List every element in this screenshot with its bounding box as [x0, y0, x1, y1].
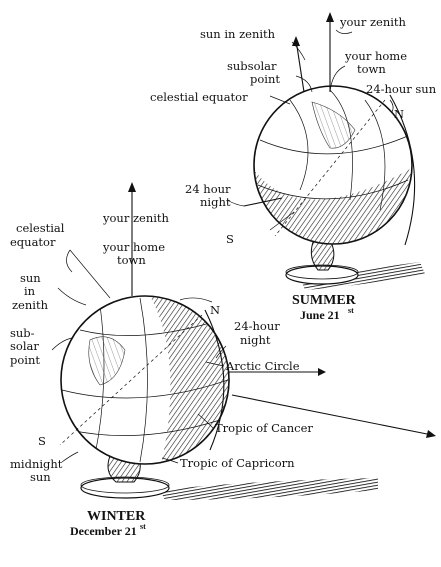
winter-celestial-equator-label-2: equator [10, 235, 56, 249]
winter-north-label: N [210, 303, 220, 317]
summer-24-hour-sun-label: 24-hour sun [366, 82, 437, 96]
summer-subsolar-label-2: point [250, 72, 280, 86]
summer-your-zenith-label: your zenith [339, 15, 407, 29]
summer-globe-stand [310, 241, 335, 271]
summer-north-label: N [394, 107, 404, 121]
winter-tropic-capricorn-label: Tropic of Capricorn [180, 456, 295, 470]
winter-south-label: S [38, 434, 46, 448]
winter-globe-group [59, 182, 436, 500]
summer-globe-group [243, 12, 425, 290]
winter-date-suffix: st [140, 522, 146, 531]
winter-24-hour-night-label-1: 24-hour [234, 319, 280, 333]
winter-caption: WINTER [87, 509, 146, 524]
summer-sun-in-zenith-label: sun in zenith [200, 27, 276, 41]
winter-24-hour-night-label-2: night [240, 333, 271, 347]
summer-celestial-equator-label: celestial equator [150, 90, 248, 104]
winter-zenith-label: zenith [12, 298, 49, 312]
winter-shadow [160, 478, 378, 500]
winter-subsolar-label-3: point [10, 353, 40, 367]
winter-your-zenith-label: your zenith [102, 211, 170, 225]
summer-south-label: S [226, 232, 234, 246]
winter-in-label: in [24, 284, 36, 298]
summer-date-suffix: st [348, 306, 354, 315]
summer-24-hour-night-label-2: night [200, 195, 231, 209]
winter-date: December 21 [70, 524, 137, 538]
winter-subsolar-label-2: solar [10, 339, 39, 353]
winter-subsolar-label-1: sub- [10, 326, 35, 340]
winter-tropic-cancer-label: Tropic of Cancer [215, 421, 313, 435]
summer-home-town-label-1: your home [344, 49, 407, 63]
winter-celestial-equator-label-1: celestial [16, 221, 65, 235]
summer-date: June 21 [300, 308, 340, 322]
winter-arctic-circle-label: Arctic Circle [225, 359, 300, 373]
summer-home-town-label-2: town [357, 62, 386, 76]
winter-midnight-sun-label-2: sun [30, 470, 51, 484]
summer-caption: SUMMER [292, 293, 357, 308]
winter-home-town-label-2: town [117, 253, 146, 267]
winter-midnight-sun-label-1: midnight [10, 457, 63, 471]
winter-home-town-label-1: your home [102, 240, 165, 254]
summer-subsolar-label-1: subsolar [227, 59, 277, 73]
winter-sun-label: sun [20, 271, 41, 285]
summer-24-hour-night-label-1: 24 hour [185, 182, 231, 196]
